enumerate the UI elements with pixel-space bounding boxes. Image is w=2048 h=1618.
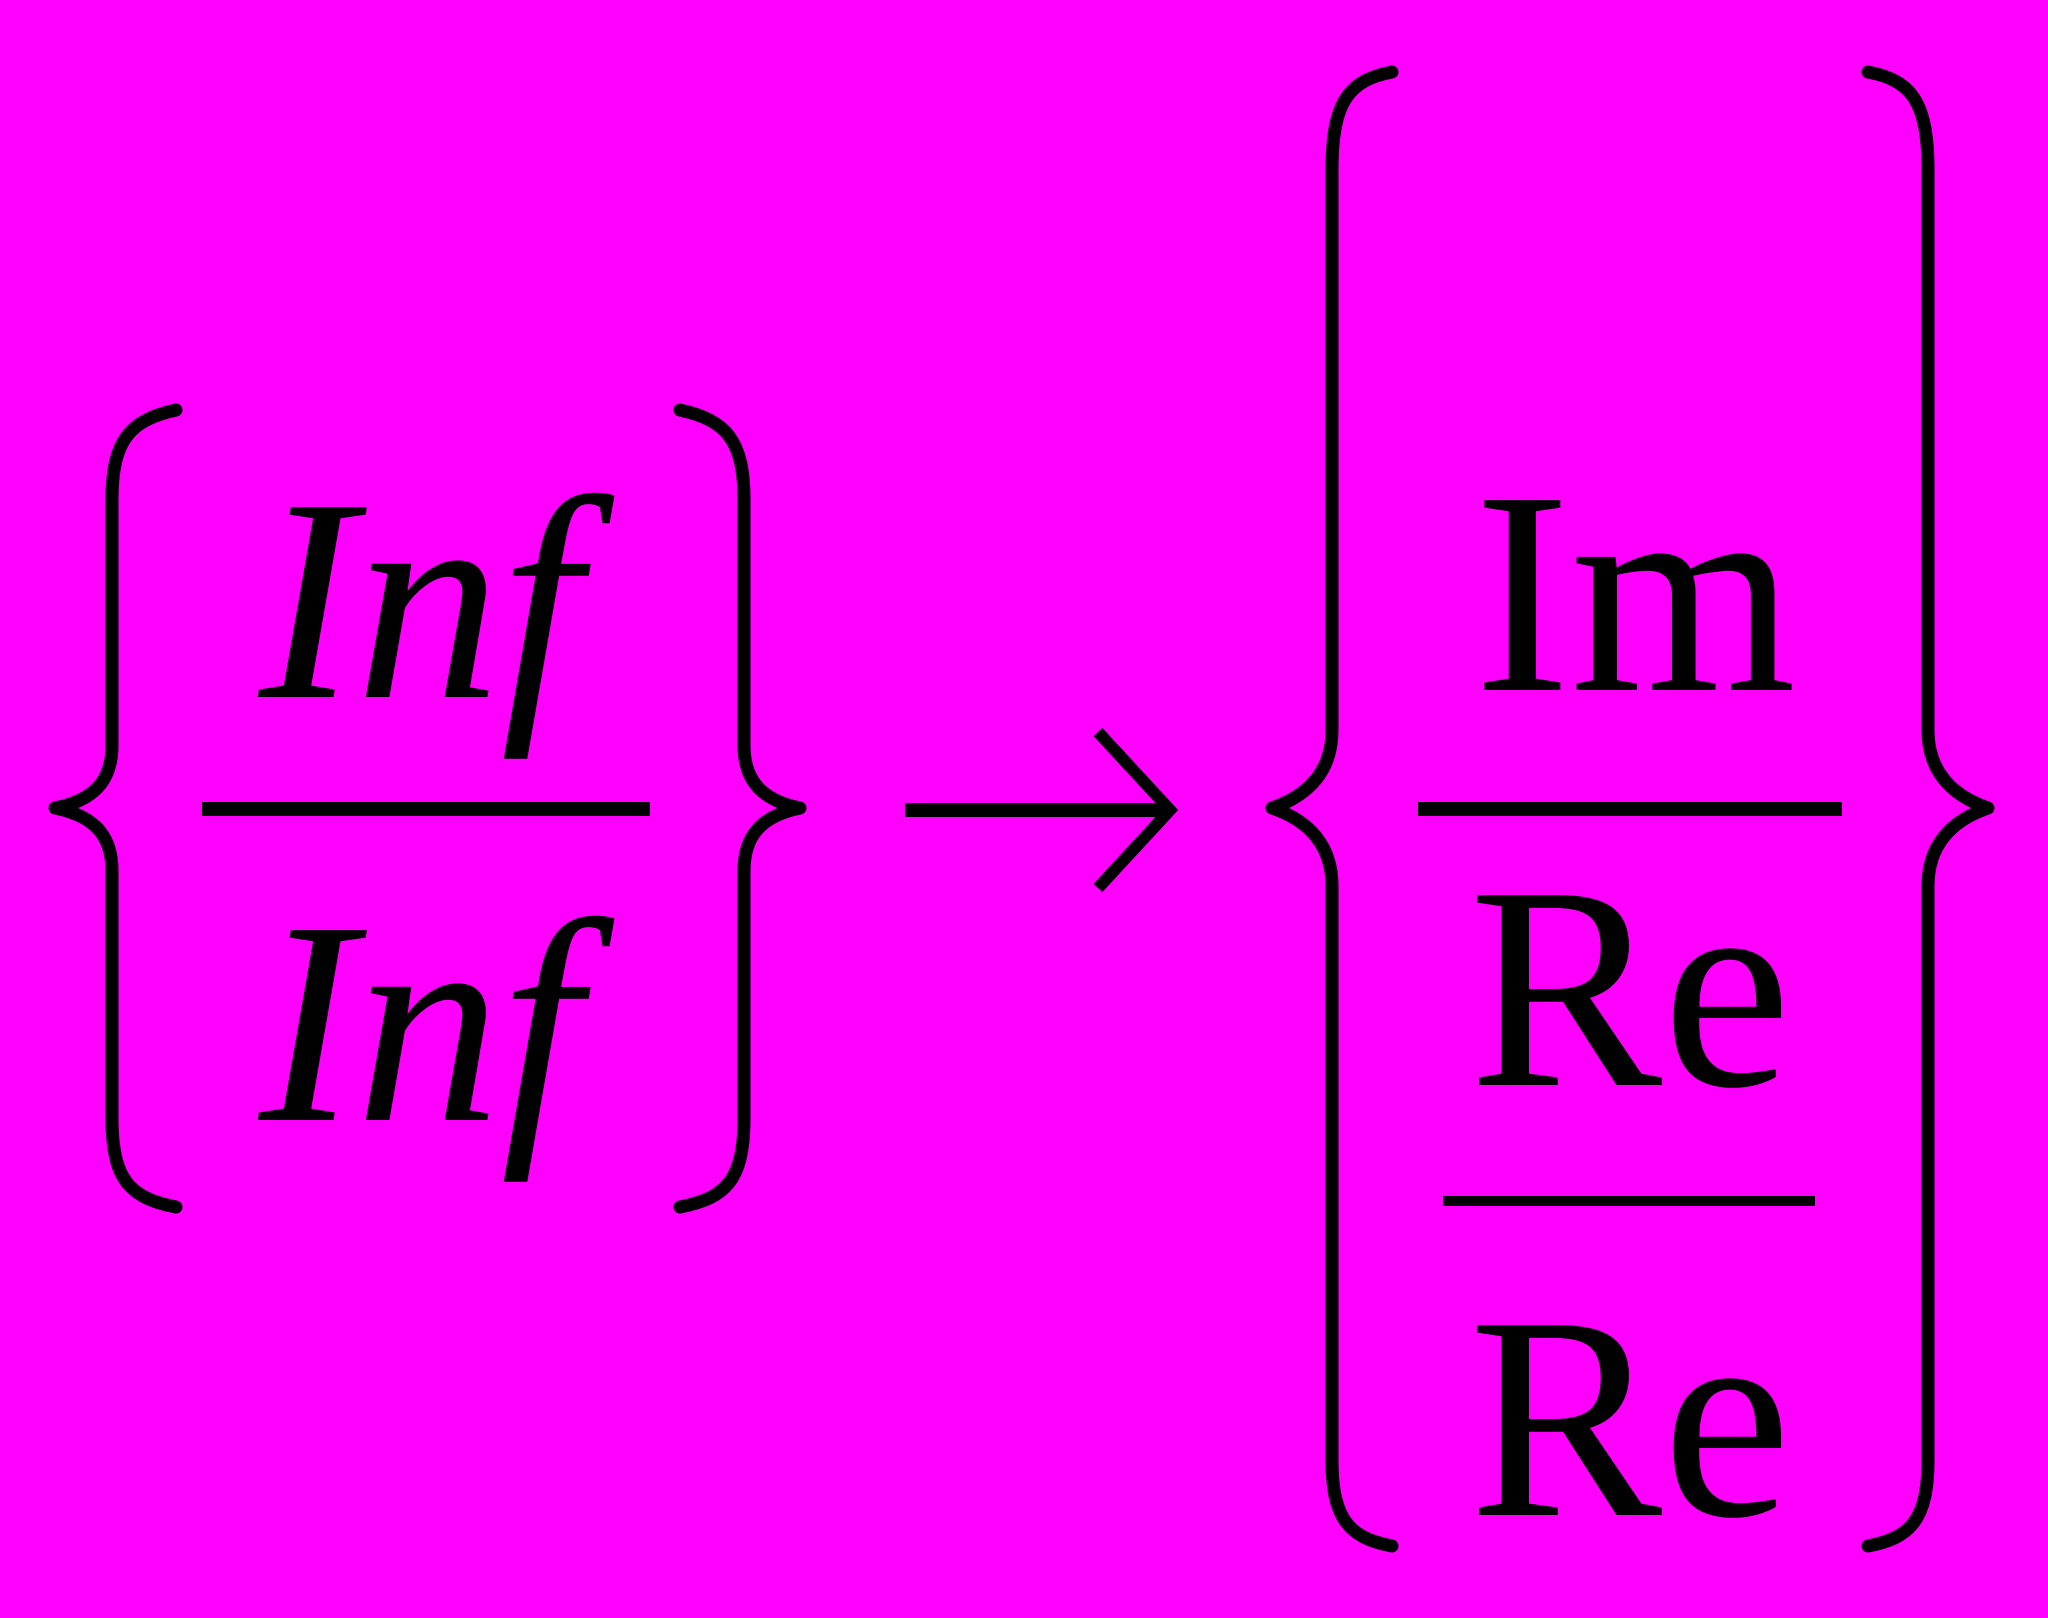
right-denominator: Re xyxy=(1469,1257,1791,1578)
right-middle: Re xyxy=(1469,827,1791,1148)
right-fraction-bar-inner xyxy=(1443,1196,1815,1206)
left-open-brace-icon xyxy=(48,403,183,1214)
left-fraction-bar xyxy=(202,802,650,816)
left-brace-group xyxy=(48,403,807,1214)
left-denominator: Inf xyxy=(254,862,618,1183)
left-numerator: Inf xyxy=(254,439,618,760)
right-numerator: Im xyxy=(1474,432,1796,753)
right-fraction-bar-main xyxy=(1418,802,1842,816)
left-close-brace-icon xyxy=(673,403,807,1214)
right-close-brace-icon xyxy=(1861,65,1995,1553)
right-arrow-icon xyxy=(905,727,1179,893)
right-brace-group xyxy=(1265,65,1995,1553)
right-open-brace-icon xyxy=(1265,65,1399,1553)
